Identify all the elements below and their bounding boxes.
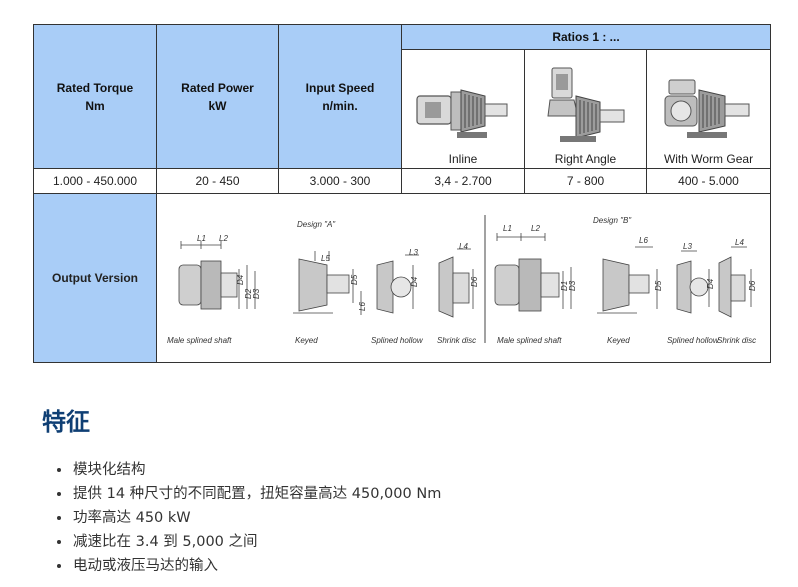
- label-a-male-splined: Male splined shaft: [167, 336, 232, 345]
- value-ratio-worm-gear: 400 - 5.000: [645, 168, 772, 194]
- drawing-b-splined-hollow: [676, 250, 710, 314]
- config-worm-gear: With Worm Gear: [645, 49, 772, 169]
- dim-l1-b: L1: [503, 224, 512, 233]
- drawing-a-male-splined: [178, 241, 256, 310]
- design-a-title: Design "A": [297, 220, 336, 229]
- drawing-b-male-splined: [494, 233, 572, 312]
- config-label-right-angle: Right Angle: [554, 152, 617, 166]
- config-right-angle: Right Angle: [524, 49, 647, 169]
- dim-l3-b: L3: [683, 242, 692, 251]
- drawing-a-splined-hollow: [376, 254, 419, 314]
- output-version-drawing: Design "A" Design "B" L1 L2 Male splined…: [155, 193, 772, 363]
- right-angle-gear-icon: [546, 67, 624, 142]
- config-inline: Inline: [401, 49, 525, 169]
- dim-d3-b: D3: [568, 280, 577, 291]
- dim-d4-a2: D4: [410, 276, 419, 287]
- inline-gear-icon: [416, 89, 508, 138]
- label-b-keyed: Keyed: [607, 336, 630, 345]
- dim-l3-a: L3: [409, 248, 418, 257]
- drawing-a-keyed: [293, 251, 362, 315]
- technical-drawing: Design "A" Design "B" L1 L2 Male splined…: [167, 215, 757, 345]
- feature-item: 提供 14 种尺寸的不同配置，扭矩容量高达 450,000 Nm: [72, 482, 441, 506]
- dim-l5-a: L5: [321, 254, 330, 263]
- dim-l2-a: L2: [219, 234, 228, 243]
- dim-d1-b: D1: [560, 281, 569, 291]
- output-version-header: Output Version: [33, 193, 157, 363]
- label-b-male-splined: Male splined shaft: [497, 336, 562, 345]
- design-b-title: Design "B": [593, 216, 632, 225]
- dim-l1-a: L1: [197, 234, 206, 243]
- dim-l2-b: L2: [531, 224, 540, 233]
- label-a-splined-hollow: Splined hollow: [371, 336, 424, 345]
- drawing-b-keyed: [597, 246, 658, 314]
- dim-l4-b: L4: [735, 238, 744, 247]
- dim-d2-a: D2: [244, 288, 253, 299]
- label-a-keyed: Keyed: [295, 336, 318, 345]
- dim-d6-a: D6: [470, 276, 479, 287]
- dim-d6-b: D6: [748, 280, 757, 291]
- features-title: 特征: [42, 408, 90, 436]
- label-a-shrink-disc: Shrink disc: [437, 336, 476, 345]
- feature-item: 模块化结构: [72, 458, 441, 482]
- dim-d4-b: D4: [706, 278, 715, 289]
- feature-item: 减速比在 3.4 到 5,000 之间: [72, 530, 441, 554]
- dim-l4-a: L4: [459, 242, 468, 251]
- dim-d3-a: D3: [252, 288, 261, 299]
- dim-d5-b: D5: [654, 280, 663, 291]
- worm-gear-icon: [664, 79, 749, 138]
- config-label-inline: Inline: [448, 152, 478, 166]
- dim-l6-a: L6: [358, 302, 367, 311]
- value-speed: 3.000 - 300: [278, 168, 402, 194]
- value-ratio-inline: 3,4 - 2.700: [401, 168, 525, 194]
- drawing-b-shrink-disc: [718, 246, 752, 318]
- label-b-shrink-disc: Shrink disc: [717, 336, 756, 345]
- drawing-a-shrink-disc: [438, 248, 474, 318]
- dim-d4-a: D4: [236, 274, 245, 285]
- dim-l6-b: L6: [639, 236, 648, 245]
- config-label-worm-gear: With Worm Gear: [663, 152, 754, 166]
- value-torque: 1.000 - 450.000: [33, 168, 157, 194]
- value-ratio-right-angle: 7 - 800: [524, 168, 647, 194]
- feature-item: 电动或液压马达的输入: [72, 554, 441, 578]
- value-power: 20 - 450: [156, 168, 279, 194]
- dim-d5-a: D5: [350, 274, 359, 285]
- header-ratios: Ratios 1 : ...: [400, 24, 772, 50]
- features-list: 模块化结构 提供 14 种尺寸的不同配置，扭矩容量高达 450,000 Nm 功…: [52, 458, 441, 578]
- label-b-splined-hollow: Splined hollow: [667, 336, 720, 345]
- feature-item: 功率高达 450 kW: [72, 506, 441, 530]
